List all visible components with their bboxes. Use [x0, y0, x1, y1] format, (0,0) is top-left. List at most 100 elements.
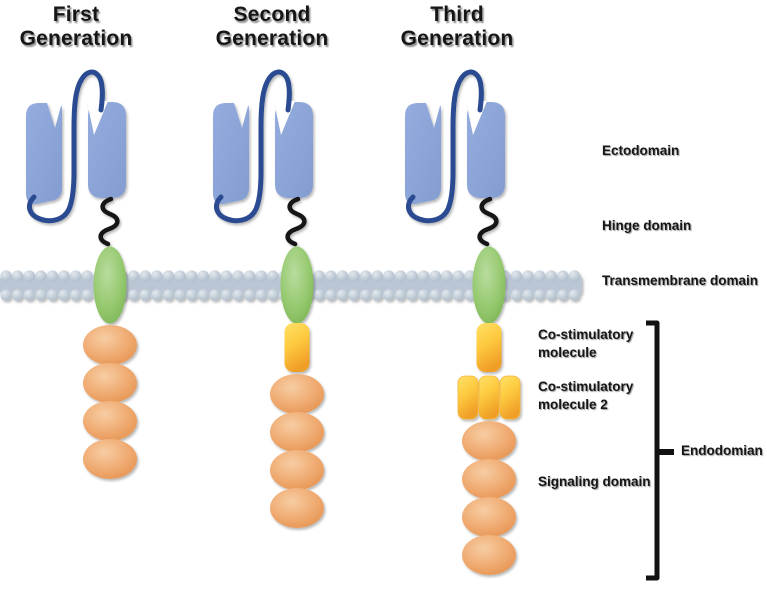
title-line: Generation	[215, 27, 329, 50]
lipid-bead	[406, 270, 418, 282]
title-line: Third	[430, 3, 484, 26]
signaling-oval	[270, 488, 324, 528]
lipid-bead	[371, 289, 383, 301]
title-third-generation: Third Generation	[401, 3, 514, 51]
lipid-bead	[162, 270, 174, 282]
lipid-bead	[406, 289, 418, 301]
lipid-bead	[545, 270, 557, 282]
lipid-bead	[255, 289, 267, 301]
lipid-bead	[0, 270, 12, 282]
lipid-bead	[452, 289, 464, 301]
costimulatory-capsule-2-segment	[457, 375, 479, 420]
scfv-left-lobe	[26, 103, 62, 205]
lipid-bead	[46, 289, 59, 301]
lipid-bead	[360, 289, 372, 301]
lipid-bead	[58, 289, 70, 301]
lipid-bead	[255, 270, 267, 282]
lipid-bead	[70, 289, 82, 301]
lipid-bead	[209, 270, 221, 282]
lipid-bead	[12, 289, 24, 301]
lipid-bead	[360, 270, 372, 282]
lipid-bead	[58, 270, 70, 282]
car-receptor-generation-2	[213, 69, 324, 528]
hinge-zigzag	[477, 196, 499, 247]
lipid-bead	[313, 270, 325, 282]
hinge-zigzag	[98, 196, 120, 247]
lipid-bead	[441, 270, 453, 282]
lipid-bead	[510, 289, 522, 301]
title-line: Generation	[400, 27, 514, 50]
lipid-bead	[267, 289, 279, 301]
lipid-bead	[244, 270, 256, 282]
membrane-bilayer	[0, 270, 582, 301]
costimulatory-capsule-2	[457, 375, 521, 420]
scfv-linker	[406, 69, 484, 224]
lipid-bead	[568, 270, 581, 282]
lipid-bead	[394, 270, 406, 282]
lipid-bead	[557, 289, 569, 301]
hinge-zigzag	[285, 196, 307, 247]
transmembrane-oval	[472, 246, 506, 324]
lipid-bead	[35, 270, 47, 282]
bracket-spine	[646, 320, 660, 581]
label-line: Co-stimulatory	[538, 379, 634, 394]
lipid-bead	[232, 270, 244, 282]
title-line: Generation	[19, 27, 133, 50]
lipid-bead	[128, 270, 140, 282]
lipid-bead	[325, 270, 337, 282]
lipid-bead	[534, 289, 546, 301]
lipid-bead	[441, 289, 453, 301]
lipid-bead	[348, 270, 360, 282]
label-line: molecule 2	[538, 397, 608, 412]
signaling-oval	[270, 374, 324, 414]
lipid-bead	[139, 270, 151, 282]
lipid-bead	[0, 289, 12, 301]
lipid-bead	[186, 289, 198, 301]
lipid-bead	[383, 270, 395, 282]
lipid-bead	[510, 270, 522, 282]
label-transmembrane-domain: Transmembrane domain	[602, 273, 759, 288]
lipid-bead	[174, 289, 186, 301]
lipid-bead	[151, 289, 163, 301]
signaling-oval	[83, 325, 137, 365]
lipid-bead	[23, 270, 35, 282]
label-ectodomain: Ectodomain	[602, 143, 680, 158]
label-costimulatory-molecule: Co-stimulatory molecule	[538, 326, 633, 362]
lipid-bead	[429, 270, 441, 282]
lipid-bead	[46, 270, 59, 282]
lipid-bead	[568, 289, 581, 301]
lipid-bead	[186, 270, 198, 282]
signaling-oval	[270, 450, 324, 490]
signaling-oval	[83, 439, 137, 479]
costimulatory-capsule-2-segment	[499, 375, 521, 420]
label-costimulatory-molecule-2: Co-stimulatory molecule 2	[538, 378, 633, 414]
lipid-bead	[557, 270, 569, 282]
lipid-bead	[162, 289, 174, 301]
endodomain-bracket	[646, 320, 674, 581]
lipid-bead	[220, 289, 232, 301]
title-second-generation: Second Generation	[216, 3, 329, 51]
lipid-bead	[336, 270, 348, 282]
lipid-bead	[128, 289, 140, 301]
scfv-linker	[214, 69, 292, 224]
title-line: Second	[233, 3, 311, 26]
lipid-bead	[197, 289, 209, 301]
lipid-bead	[81, 289, 93, 301]
title-line: First	[52, 3, 100, 26]
car-receptor-generation-3	[405, 69, 521, 575]
costimulatory-capsule-2-segment	[478, 375, 500, 420]
label-signaling-domain: Signaling domain	[538, 474, 651, 489]
lipid-bead	[151, 270, 163, 282]
lipid-bead	[81, 270, 93, 282]
lipid-bead	[371, 270, 383, 282]
lipid-bead	[452, 270, 464, 282]
lipid-bead	[174, 270, 186, 282]
lipid-bead	[418, 270, 430, 282]
label-hinge-domain: Hinge domain	[602, 218, 692, 233]
scfv-left-lobe	[405, 103, 441, 205]
scfv-linker	[27, 69, 105, 224]
lipid-bead	[545, 289, 557, 301]
lipid-bead	[383, 289, 395, 301]
lipid-bead	[209, 289, 221, 301]
